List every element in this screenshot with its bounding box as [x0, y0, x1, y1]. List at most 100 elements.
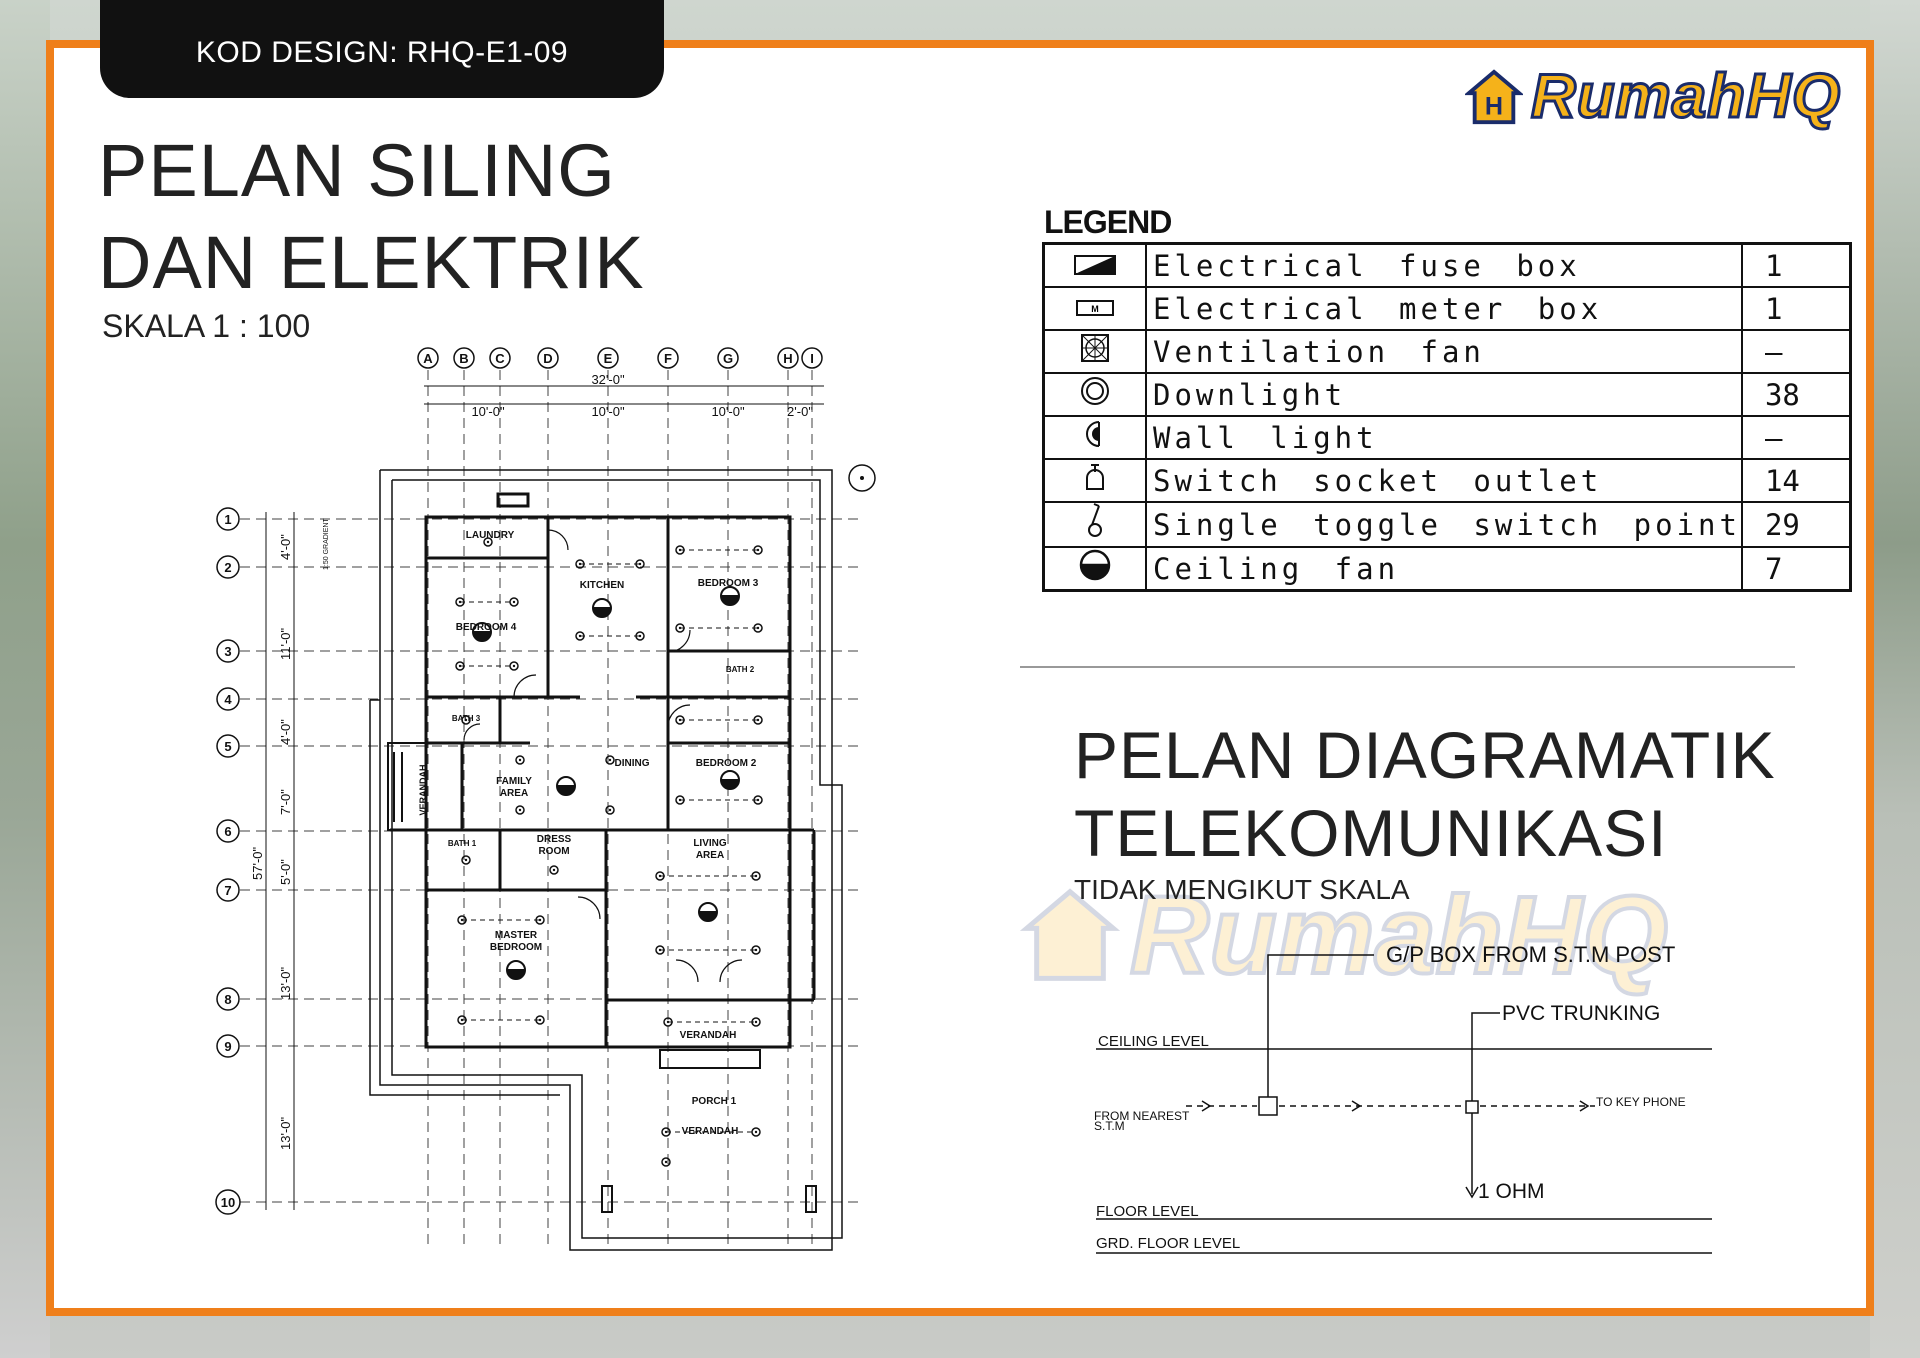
grid-label-e: E	[604, 351, 613, 366]
plan-title-line1: PELAN SILING	[98, 129, 616, 212]
grid-bubble-d	[537, 347, 559, 369]
grid-label-h: H	[783, 351, 792, 366]
label-to-key-phone: TO KEY PHONE	[1596, 1095, 1686, 1109]
room-bath1: BATH 1	[448, 839, 477, 848]
row-label-5: 5	[224, 739, 231, 754]
legend-row: Electrical fuse box 1	[1042, 242, 1852, 288]
room-bedroom2: BEDROOM 2	[696, 758, 757, 769]
wall-light-icon	[1086, 421, 1100, 447]
dim-top-1: 10'-0"	[471, 404, 505, 419]
legend-row: Ventilation fan —	[1042, 329, 1852, 374]
section-divider	[1020, 666, 1795, 668]
grid-label-d: D	[543, 351, 552, 366]
telecom-subtitle: TIDAK MENGIKUT SKALA	[1074, 874, 1410, 905]
grid-bubble-g	[717, 347, 739, 369]
room-family: FAMILY	[496, 776, 532, 787]
plan-title-line2: DAN ELEKTRIK	[98, 221, 645, 304]
legend-table: Electrical fuse box 1 M Electrical meter…	[1042, 242, 1852, 592]
room-living: LIVING	[693, 838, 727, 849]
room-family-area: AREA	[500, 788, 528, 799]
dim-left-1: 4'-0"	[278, 534, 293, 560]
room-verandah-front: VERANDAH	[680, 1030, 737, 1041]
room-laundry: LAUNDRY	[466, 530, 515, 541]
design-code-tab: KOD DESIGN: RHQ-E1-09	[100, 0, 664, 98]
grid-bubble-e	[597, 347, 619, 369]
grid-label-c: C	[495, 351, 505, 366]
label-gp-box: G/P BOX FROM S.T.M POST	[1386, 942, 1675, 967]
row-label-10: 10	[221, 1195, 235, 1210]
brand-logo: H RumahHQ	[1465, 62, 1855, 132]
legend-label: Electrical meter box	[1145, 286, 1743, 331]
label-one-ohm: 1 OHM	[1478, 1180, 1545, 1203]
grid-label-f: F	[664, 351, 672, 366]
dim-left-5: 5'-0"	[278, 859, 293, 885]
watermark-wordmark: RumahHQ	[1128, 872, 1670, 999]
dim-left-7: 13'-0"	[278, 1116, 293, 1150]
grid-label-b: B	[459, 351, 468, 366]
design-code-text: KOD DESIGN: RHQ-E1-09	[195, 36, 569, 69]
room-bath3: BATH 3	[452, 714, 481, 723]
legend-title: LEGEND	[1044, 204, 1172, 240]
grid-row-markers	[215, 507, 241, 1215]
room-bedroom3: BEDROOM 3	[698, 578, 759, 589]
row-label-4: 4	[224, 692, 232, 707]
legend-qty: 7	[1740, 546, 1852, 592]
legend-label: Wall light	[1145, 415, 1743, 460]
fuse-box-icon	[1074, 254, 1116, 275]
plan-scale: SKALA 1 : 100	[102, 308, 311, 344]
room-bath2: BATH 2	[726, 665, 755, 674]
meter-box-icon: M	[1076, 299, 1114, 316]
legend-qty: 29	[1740, 501, 1852, 548]
room-dress-room: ROOM	[538, 846, 569, 857]
legend-row: Ceiling fan 7	[1042, 546, 1852, 592]
grid-bubble-i	[801, 347, 823, 369]
legend-qty: —	[1740, 415, 1852, 460]
telecom-title-line1: PELAN DIAGRAMATIK	[1074, 718, 1776, 792]
room-bedroom4: BEDROOM 4	[456, 622, 517, 633]
row-label-6: 6	[224, 824, 231, 839]
telecom-title-line2: TELEKOMUNIKASI	[1074, 796, 1668, 870]
grid-bubble-b	[453, 347, 475, 369]
room-kitchen: KITCHEN	[580, 580, 624, 591]
room-verandah-porch: VERANDAH	[682, 1126, 739, 1137]
house-logo-icon: H	[1465, 69, 1523, 125]
legend-qty: 14	[1740, 458, 1852, 503]
logo-watermark: RumahHQ	[1020, 872, 1800, 999]
svg-text:H: H	[1485, 92, 1503, 120]
room-dining: DINING	[615, 758, 650, 769]
downlight-icon	[1081, 377, 1109, 405]
grid-label-a: A	[423, 351, 433, 366]
svg-text:M: M	[1091, 304, 1099, 314]
legend-label: Ventilation fan	[1145, 329, 1743, 374]
label-grd-floor-level: GRD. FLOOR LEVEL	[1096, 1235, 1240, 1252]
grid-column-markers	[417, 347, 823, 369]
toggle-switch-icon	[1088, 503, 1102, 537]
row-label-1: 1	[224, 512, 231, 527]
label-ceiling-level: CEILING LEVEL	[1098, 1033, 1209, 1050]
row-label-9: 9	[224, 1039, 231, 1054]
dim-left-overall: 57'-0"	[250, 846, 265, 880]
legend-row: Wall light —	[1042, 415, 1852, 460]
room-master: MASTER	[495, 930, 538, 941]
room-porch: PORCH 1	[692, 1096, 737, 1107]
legend-row: M Electrical meter box 1	[1042, 286, 1852, 331]
dim-left-3: 4'-0"	[278, 719, 293, 745]
room-living-area: AREA	[696, 850, 724, 861]
legend-label: Single toggle switch point	[1145, 501, 1743, 548]
row-label-3: 3	[224, 644, 231, 659]
gradient-note: 1:50 GRADIENT	[323, 518, 330, 570]
label-from-nearest: FROM NEAREST	[1094, 1109, 1190, 1123]
logo-wordmark: RumahHQ	[1529, 62, 1842, 131]
dim-left-6: 13'-0"	[278, 966, 293, 1000]
room-master-bedroom: BEDROOM	[490, 942, 542, 953]
legend-qty: 38	[1740, 372, 1852, 417]
label-pvc-trunking: PVC TRUNKING	[1502, 1002, 1660, 1025]
legend-row: Single toggle switch point 29	[1042, 501, 1852, 548]
legend-row: Switch socket outlet 14	[1042, 458, 1852, 503]
house-watermark-icon	[1020, 888, 1120, 981]
grid-bubble-c	[489, 347, 511, 369]
legend-qty: 1	[1740, 286, 1852, 331]
grid-bubble-f	[657, 347, 679, 369]
